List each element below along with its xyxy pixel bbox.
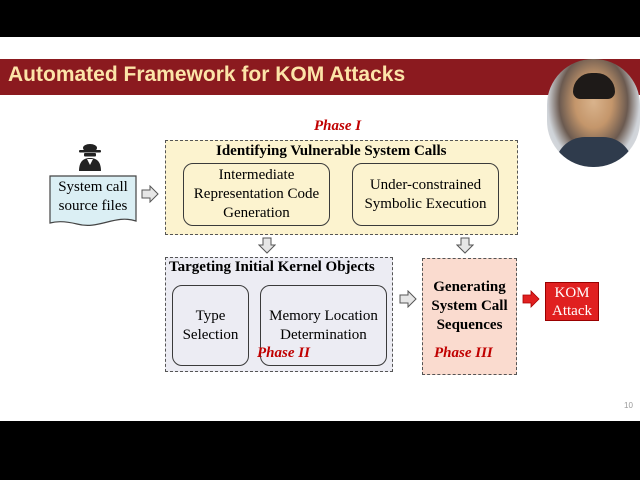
arrow-phase1-to-phase3 — [456, 237, 474, 254]
phase2-group — [165, 257, 393, 372]
input-label: System call source files — [58, 179, 128, 214]
presenter-webcam — [547, 59, 640, 167]
presenter-hair — [573, 73, 615, 99]
memory-location-label: Memory Location Determination — [269, 307, 378, 343]
page-number: 10 — [624, 401, 633, 410]
phase3-title: Generating System Call Sequences — [431, 279, 508, 333]
slide: Automated Framework for KOM Attacks Phas… — [0, 37, 640, 421]
phase2-title: Targeting Initial Kernel Objects — [169, 259, 375, 275]
arrow-phase2-to-phase3 — [399, 290, 417, 308]
type-selection-label: Type Selection — [182, 307, 239, 343]
symbolic-execution-label: Under-constrained Symbolic Execution — [364, 176, 487, 212]
phase1-title: Identifying Vulnerable System Calls — [216, 143, 447, 159]
symbolic-execution-step: Under-constrained Symbolic Execution — [352, 163, 499, 226]
kom-attack-box: KOM Attack — [545, 282, 599, 321]
hacker-icon — [79, 144, 101, 171]
input-document-shape — [49, 175, 137, 226]
memory-location-step: Memory Location Determination — [260, 285, 387, 366]
arrow-phase1-to-phase2 — [258, 237, 276, 254]
ir-code-generation-label: Intermediate Representation Code Generat… — [193, 167, 320, 221]
phase1-label: Phase I — [314, 118, 362, 134]
slide-title: Automated Framework for KOM Attacks — [8, 63, 406, 86]
kom-attack-label: KOM Attack — [552, 284, 592, 319]
phase3-label: Phase III — [434, 345, 493, 361]
arrow-phase3-to-attack — [522, 290, 540, 308]
arrow-input-to-phase1 — [141, 185, 159, 203]
phase2-label: Phase II — [257, 345, 310, 361]
type-selection-step: Type Selection — [172, 285, 249, 366]
ir-code-generation-step: Intermediate Representation Code Generat… — [183, 163, 330, 226]
title-bar: Automated Framework for KOM Attacks — [0, 59, 640, 95]
presenter-shirt — [555, 137, 633, 167]
phase1-group — [165, 140, 518, 235]
phase3-group — [422, 258, 517, 375]
